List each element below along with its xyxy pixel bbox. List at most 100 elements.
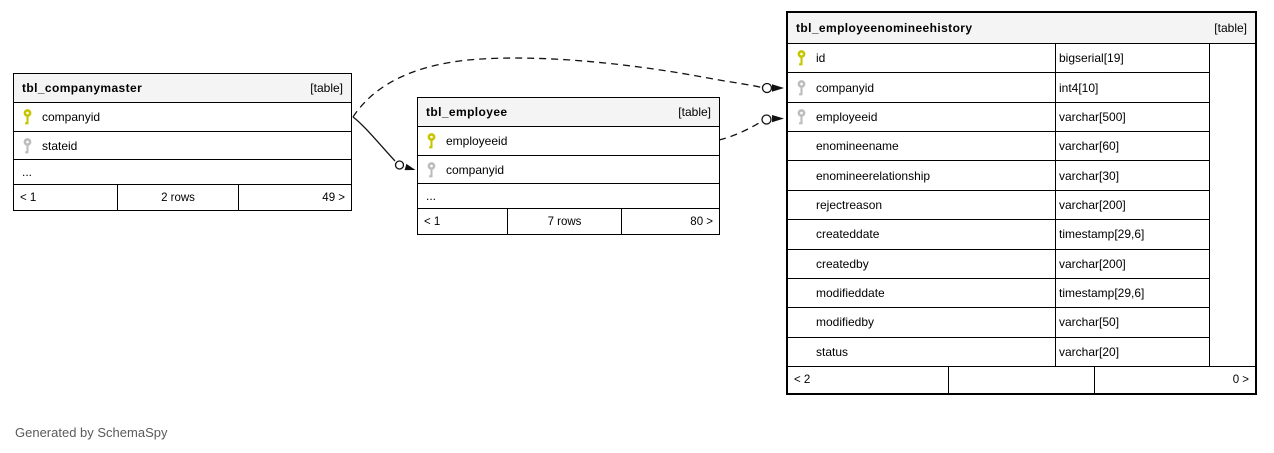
relationship-employee-companymaster [352, 116, 416, 171]
column-row-stateid: stateid [14, 132, 351, 160]
cardinality-circle [761, 82, 773, 94]
row-count: 7 rows [508, 209, 622, 234]
icon-slot [22, 137, 33, 154]
column-row-createdby: createdby varchar[200] [788, 249, 1209, 279]
icon-slot [796, 138, 807, 154]
table-stats-footer: < 2 0 > [788, 366, 1255, 393]
parents-count: 80 > [690, 215, 713, 228]
icon-slot [796, 256, 807, 272]
column-name-cell: employeeid [788, 103, 1055, 131]
primary-key-icon [797, 50, 806, 66]
column-row-createddate: createddate timestamp[29,6] [788, 220, 1209, 250]
column-name: employeeid [816, 109, 878, 124]
column-name-cell: id [788, 44, 1055, 72]
column-name: rejectreason [816, 197, 883, 212]
column-name: companyid [42, 110, 101, 124]
column-name-cell: createddate [788, 220, 1055, 248]
column-name: stateid [42, 138, 78, 153]
arrowhead [772, 84, 784, 92]
foreign-key-icon [797, 79, 806, 95]
column-name-cell: createdby [788, 250, 1055, 278]
column-row-enomineerelationship: enomineerelationship varchar[30] [788, 161, 1209, 191]
cardinality-circle [394, 160, 405, 170]
column-name-cell: rejectreason [788, 191, 1055, 219]
children-count: < 2 [788, 367, 949, 393]
table-node-tbl-employee[interactable]: tbl_employee [table] employeeid companyi… [417, 97, 720, 235]
column-row-id: id bigserial[19] [788, 44, 1209, 74]
column-name-cell: modifieddate [788, 279, 1055, 307]
column-row-employeeid: employeeid [418, 127, 719, 156]
primary-key-icon [23, 109, 32, 125]
table-header[interactable]: tbl_employeenomineehistory [table] [788, 13, 1255, 44]
column-name: enomineerelationship [816, 168, 931, 183]
icon-slot [796, 197, 807, 213]
table-node-tbl-employeenomineehistory[interactable]: tbl_employeenomineehistory [table] id [786, 11, 1257, 395]
column-row-modifieddate: modifieddate timestamp[29,6] [788, 278, 1209, 309]
column-type: varchar[500] [1055, 102, 1209, 132]
cardinality-circle [761, 114, 772, 125]
column-name: id [816, 51, 826, 66]
table-stats-footer: < 1 2 rows 49 > [14, 185, 351, 210]
column-type: timestamp[29,6] [1055, 278, 1209, 308]
foreign-key-icon [427, 161, 436, 177]
generator-note: Generated by SchemaSpy [15, 425, 168, 440]
foreign-key-icon [797, 108, 806, 125]
table-name: tbl_employeenomineehistory [796, 21, 973, 35]
icon-slot [426, 133, 437, 149]
parents-count: 0 > [1232, 374, 1249, 386]
column-row-companyid: companyid [418, 156, 719, 184]
column-name: modifiedby [816, 315, 875, 330]
column-type: int4[10] [1055, 73, 1209, 102]
children-count: < 1 [14, 185, 118, 210]
column-row-employeeid: employeeid varchar[500] [788, 102, 1209, 133]
column-row-companyid: companyid int4[10] [788, 73, 1209, 103]
column-name-cell: modifiedby [788, 308, 1055, 336]
column-name: createddate [816, 227, 880, 242]
column-name: companyid [446, 162, 505, 177]
column-name-cell: status [788, 338, 1055, 366]
table-type-badge: [table] [1214, 21, 1247, 35]
icon-slot [796, 50, 807, 66]
row-count: 2 rows [118, 185, 239, 210]
table-name: tbl_companymaster [22, 81, 143, 95]
table-name: tbl_employee [426, 105, 508, 119]
columns-body: id bigserial[19] companyid [788, 44, 1255, 366]
arrowhead [772, 115, 784, 123]
column-row-rejectreason: rejectreason varchar[200] [788, 190, 1209, 221]
icon-slot [426, 161, 437, 178]
relationship-nomineehistory-employee [718, 114, 784, 141]
table-stats-footer: < 1 7 rows 80 > [418, 209, 719, 234]
icon-slot [22, 109, 33, 125]
index-spare-column [1209, 44, 1255, 366]
column-name: createdby [816, 256, 869, 271]
column-name: status [816, 344, 849, 359]
icon-slot [796, 285, 807, 301]
column-type: timestamp[29,6] [1055, 220, 1209, 249]
row-count [949, 367, 1095, 393]
column-type: varchar[200] [1055, 249, 1209, 278]
column-row-companyid: companyid [14, 103, 351, 132]
table-type-badge: [table] [310, 81, 343, 95]
column-type: varchar[30] [1055, 161, 1209, 190]
arrowhead [404, 163, 416, 171]
table-header[interactable]: tbl_companymaster [table] [14, 74, 351, 103]
relationship-nomineehistory-companymaster [352, 57, 784, 118]
column-name: companyid [816, 80, 875, 95]
column-type: varchar[20] [1055, 337, 1209, 366]
column-row-enomineename: enomineename varchar[60] [788, 132, 1209, 162]
column-row-modifiedby: modifiedby varchar[50] [788, 308, 1209, 338]
foreign-key-icon [23, 137, 32, 153]
primary-key-icon [427, 133, 436, 149]
parents-count: 49 > [322, 191, 345, 204]
children-count: < 1 [418, 209, 508, 234]
table-header[interactable]: tbl_employee [table] [418, 98, 719, 127]
column-name-cell: enomineename [788, 132, 1055, 160]
column-type: varchar[200] [1055, 190, 1209, 220]
column-row-status: status varchar[20] [788, 337, 1209, 366]
table-type-badge: [table] [678, 105, 711, 119]
table-node-tbl-companymaster[interactable]: tbl_companymaster [table] companyid stat… [13, 73, 352, 211]
column-type: varchar[60] [1055, 132, 1209, 161]
icon-slot [796, 344, 807, 360]
icon-slot [796, 226, 807, 242]
